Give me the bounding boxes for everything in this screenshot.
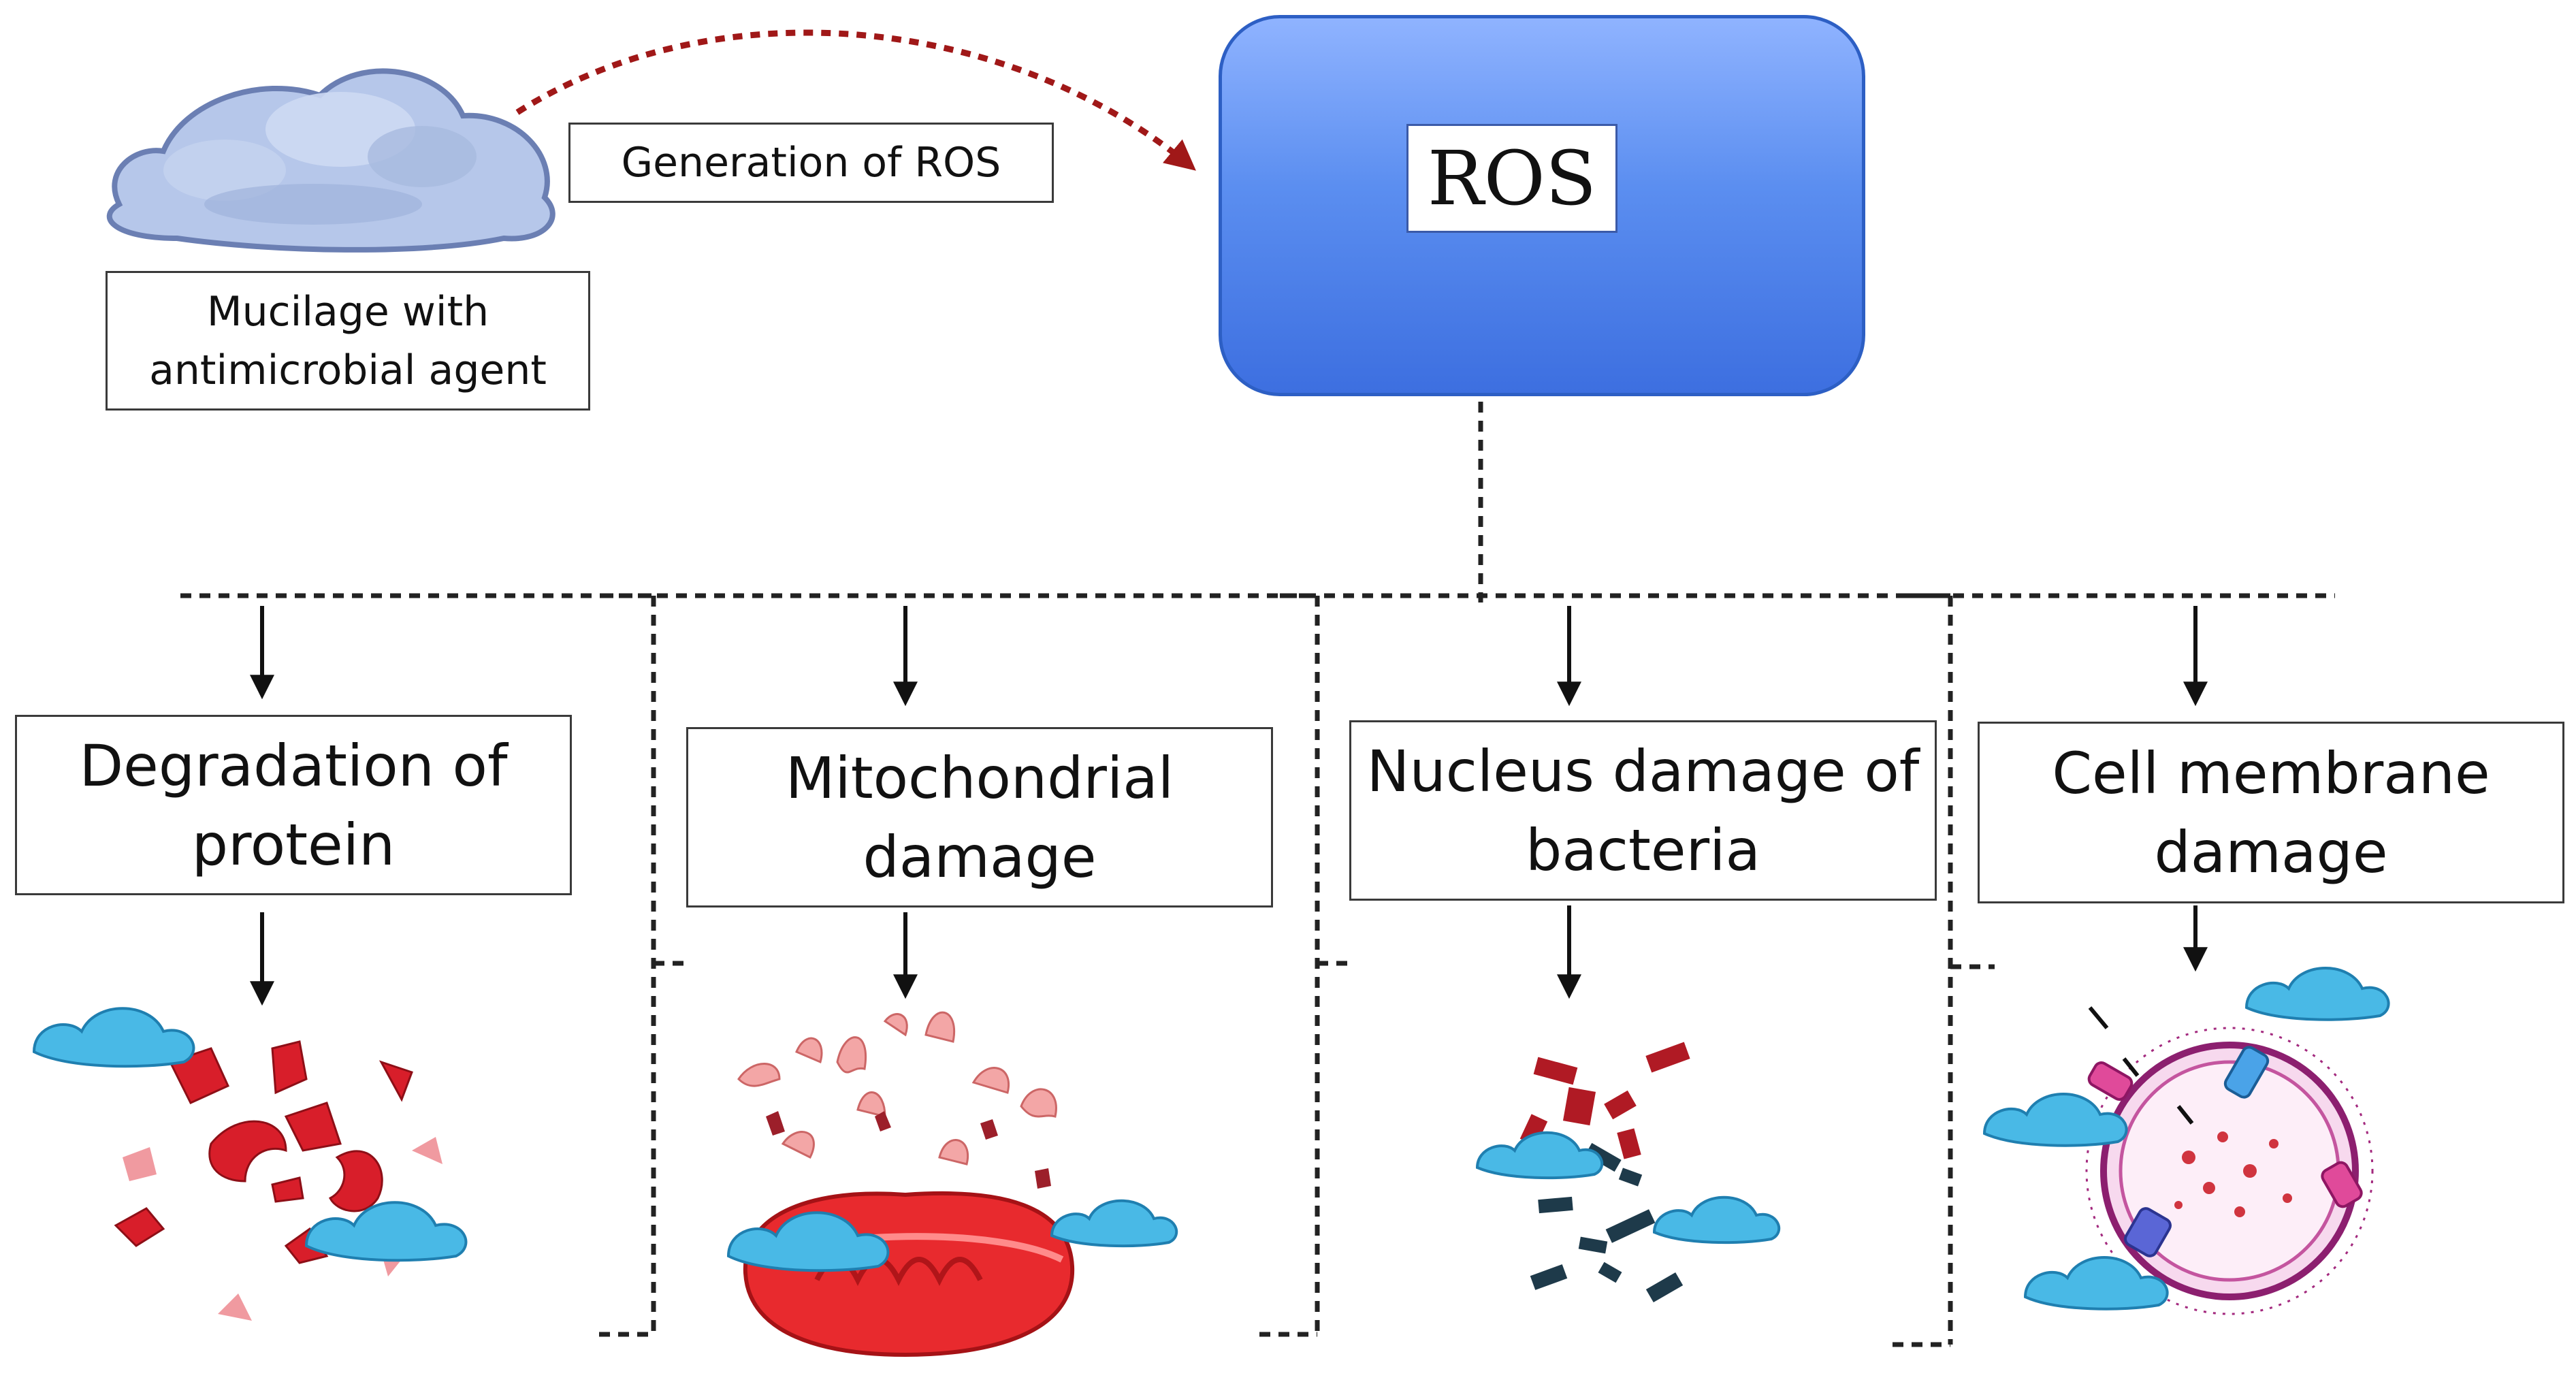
mucilage-icon	[106, 68, 556, 253]
effect-membrane-line2: damage	[2154, 818, 2388, 886]
dna-fragments-icon	[1519, 1042, 1690, 1303]
effect-nucleus-line2: bacteria	[1526, 816, 1760, 884]
effect-protein-line1: Degradation of	[79, 732, 508, 799]
mucilage-label-line2: antimicrobial agent	[149, 346, 547, 394]
agent-clouds	[32, 967, 2390, 1311]
effect-protein-line2: protein	[191, 811, 396, 878]
ros-label-text: ROS	[1427, 135, 1597, 222]
effect-mitochondrial-line1: Mitochondrial	[785, 744, 1174, 811]
bacterial-cell-icon	[2085, 1006, 2374, 1315]
column-separators	[599, 593, 1995, 1347]
effect-mitochondrial-line2: damage	[863, 823, 1097, 890]
mucilage-label-box: Mucilage with antimicrobial agent	[106, 271, 590, 411]
generation-of-ros-label: Generation of ROS	[568, 123, 1054, 203]
effect-nucleus-line1: Nucleus damage of	[1366, 737, 1920, 805]
mucilage-label-line1: Mucilage with	[206, 287, 489, 336]
generation-arrow	[515, 29, 1196, 171]
protein-fragments-icon	[114, 1040, 413, 1264]
effect-box-mitochondrial: Mitochondrial damage	[686, 727, 1273, 907]
effect-membrane-line1: Cell membrane	[2052, 739, 2490, 807]
generation-of-ros-text: Generation of ROS	[621, 139, 1001, 187]
effect-box-protein: Degradation of protein	[15, 715, 572, 895]
effect-box-nucleus: Nucleus damage of bacteria	[1349, 720, 1937, 901]
ros-label: ROS	[1406, 124, 1617, 233]
mitochondria-fragments	[737, 1011, 1057, 1166]
mitochondria-fragments-dark	[766, 1111, 1051, 1189]
effect-box-membrane: Cell membrane damage	[1978, 722, 2564, 903]
branch-arrows	[250, 606, 2208, 1006]
